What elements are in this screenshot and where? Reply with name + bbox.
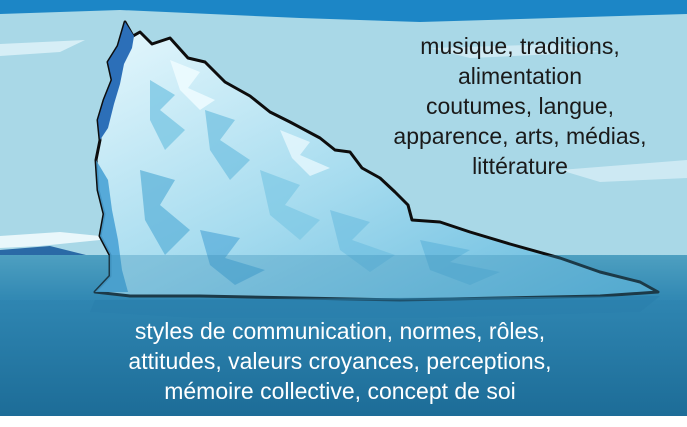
iceberg-shadow-face (98, 22, 134, 140)
iceberg-shadow-face (95, 160, 128, 292)
ice-facet (420, 240, 500, 285)
underwater-ice (90, 296, 660, 318)
above-line: alimentation (457, 63, 583, 89)
sky-streak (430, 44, 600, 58)
sky-dark-band (0, 0, 687, 22)
horizon-ice-strip (0, 232, 120, 248)
ice-facet (150, 80, 185, 150)
below-line: styles de communication, normes, rôles, (134, 318, 546, 344)
ice-facet (260, 170, 320, 240)
ice-highlight (170, 60, 215, 110)
above-line: littérature (472, 153, 568, 179)
below-line: mémoire collective, concept de soi (164, 378, 516, 404)
sky-streak (0, 40, 85, 56)
ice-facet (330, 210, 395, 272)
below-waterline-label: styles de communication, normes, rôles, … (60, 316, 620, 406)
frame-bottom (0, 416, 687, 427)
waterline-overlay (0, 255, 687, 300)
ice-highlight (280, 130, 330, 176)
ice-facet (200, 230, 265, 285)
ice-facet (205, 110, 250, 180)
above-waterline-label: musique, traditions, alimentation coutum… (360, 31, 680, 181)
above-line: apparence, arts, médias, (393, 123, 647, 149)
ice-facet (140, 170, 190, 255)
above-line: musique, traditions, (420, 33, 620, 59)
below-line: attitudes, valeurs croyances, perception… (128, 348, 552, 374)
sky-streak (560, 160, 687, 182)
above-line: coutumes, langue, (426, 93, 614, 119)
